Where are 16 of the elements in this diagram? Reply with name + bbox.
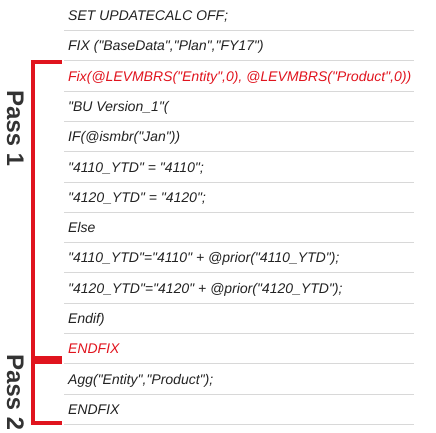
code-line: "4110_YTD"="4110" + @prior("4110_YTD"); <box>68 248 340 266</box>
code-line: FIX ("BaseData","Plan","FY17") <box>68 36 264 54</box>
code-line: SET UPDATECALC OFF; <box>68 6 228 24</box>
code-line: Else <box>68 218 96 236</box>
pass-label: Pass 1 <box>0 90 28 166</box>
code-line: ENDFIX <box>68 400 120 418</box>
code-line: Endif) <box>68 309 105 327</box>
code-line: "4120_YTD" = "4120"; <box>68 188 206 206</box>
code-line: "BU Version_1"( <box>68 96 168 115</box>
pass-label: Pass 2 <box>0 354 28 430</box>
code-line: Fix(@LEVMBRS("Entity",0), @LEVMBRS("Product",0)) <box>68 66 412 85</box>
code-line: "4110_YTD" = "4110"; <box>68 158 204 176</box>
code-line: Agg("Entity","Product"); <box>68 370 214 388</box>
code-line: IF(@ismbr("Jan")) <box>68 127 180 146</box>
code-line: "4120_YTD"="4120" + @prior("4120_YTD"); <box>68 278 342 297</box>
code-line: ENDFIX <box>68 339 120 358</box>
